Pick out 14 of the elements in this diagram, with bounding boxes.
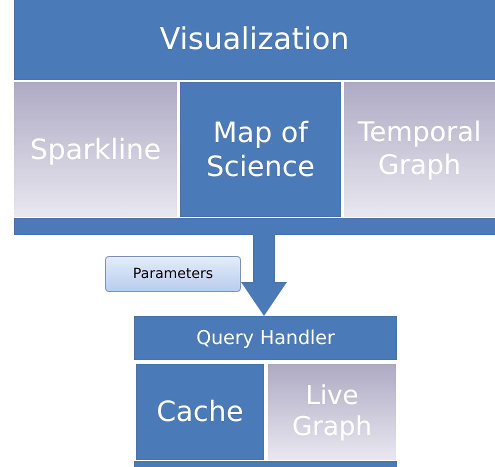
component-box — [180, 82, 341, 217]
panel-title: Query Handler — [195, 326, 336, 351]
block-arrow — [241, 235, 287, 316]
container-panel — [134, 316, 397, 467]
component-label: Map of Science — [205, 114, 316, 184]
component-box — [344, 82, 495, 217]
edge-label: Parameters — [105, 256, 241, 292]
component-box — [268, 364, 396, 460]
panel-title: Visualization — [158, 21, 350, 59]
component-box — [136, 364, 264, 460]
component-label: Sparkline — [29, 132, 162, 168]
component-box — [14, 82, 177, 217]
container-panel — [14, 0, 495, 235]
component-label: Cache — [155, 394, 245, 430]
